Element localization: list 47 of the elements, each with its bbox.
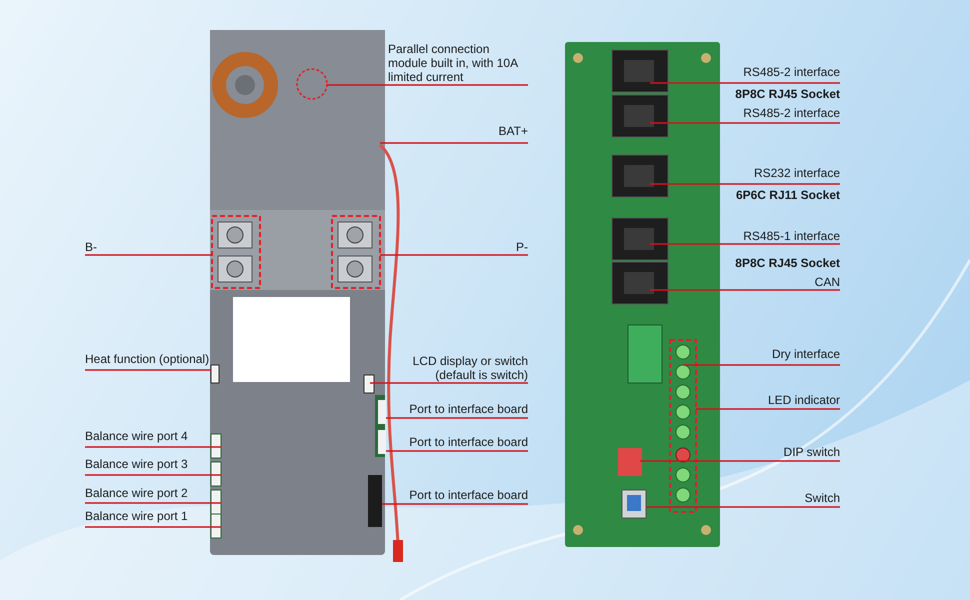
leader-line [386, 417, 528, 419]
callout-label: Balance wire port 1 [85, 509, 215, 523]
callout-label: Parallel connection module built in, with 10A limited current [388, 42, 528, 84]
leader-line [85, 474, 221, 476]
callout-label: CAN [700, 275, 840, 289]
socket-type-label: 6P6C RJ11 Socket [734, 188, 840, 202]
leader-line [85, 254, 212, 256]
leader-line [380, 254, 528, 256]
leader-line [85, 526, 221, 528]
callout-label: P- [440, 240, 528, 254]
callout-label: RS485-2 interface [700, 65, 840, 79]
leader-line [85, 369, 211, 371]
callout-label: Port to interface board [400, 435, 528, 449]
leader-line [640, 460, 840, 462]
callout-label: Port to interface board [400, 402, 528, 416]
callout-label: RS232 interface [700, 166, 840, 180]
leader-line [650, 289, 840, 291]
callout-label: RS485-2 interface [700, 106, 840, 120]
leader-line [650, 243, 840, 245]
leader-line [646, 506, 840, 508]
leader-line [650, 82, 840, 84]
callout-label: Balance wire port 3 [85, 457, 215, 471]
callout-label: LED indicator [720, 393, 840, 407]
callout-label: Heat function (optional) [85, 352, 215, 366]
leader-line [382, 503, 528, 505]
socket-type-label: 8P8C RJ45 Socket [734, 87, 840, 101]
callout-label: B- [85, 240, 145, 254]
leader-line [85, 502, 221, 504]
leader-line [386, 450, 528, 452]
callout-label: Port to interface board [400, 488, 528, 502]
leader-line [327, 84, 528, 86]
callout-label: Balance wire port 2 [85, 486, 215, 500]
leader-line [683, 364, 840, 366]
leader-line [380, 142, 528, 144]
callout-label: BAT+ [440, 124, 528, 138]
socket-type-label: 8P8C RJ45 Socket [734, 256, 840, 270]
callout-label: Switch [720, 491, 840, 505]
leader-line [696, 408, 840, 410]
leader-line [370, 382, 528, 384]
callout-label: RS485-1 interface [700, 229, 840, 243]
callout-label: Balance wire port 4 [85, 429, 215, 443]
leader-line [85, 446, 221, 448]
leader-line [650, 183, 840, 185]
leader-line [650, 122, 840, 124]
callout-label: DIP switch [720, 445, 840, 459]
callout-label: Dry interface [720, 347, 840, 361]
callout-label: LCD display or switch (default is switch) [410, 354, 528, 382]
